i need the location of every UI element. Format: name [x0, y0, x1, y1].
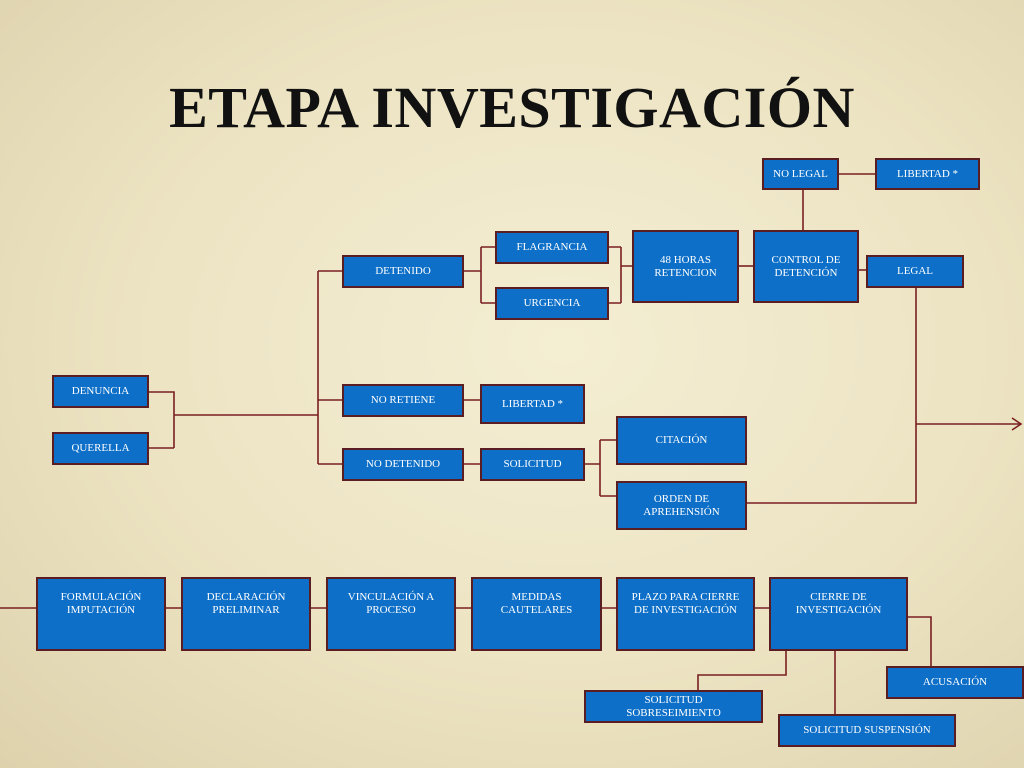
- connector-legal-out: [746, 287, 1020, 504]
- connector-trunk: [317, 270, 343, 465]
- connector-detenido: [463, 246, 496, 304]
- connector-citacion-orden: [585, 439, 617, 497]
- solicitud-suspension-box[interactable]: SOLICITUD SUSPENSIÓN: [778, 714, 956, 747]
- slide-title: ETAPA INVESTIGACIÓN: [169, 75, 855, 140]
- arrow-head: [1011, 417, 1023, 431]
- denuncia-box[interactable]: DENUNCIA: [52, 375, 149, 408]
- cierre-investigacion-box[interactable]: CIERRE DE INVESTIGACIÓN: [769, 577, 908, 651]
- 48-horas-retencion-box[interactable]: 48 HORAS RETENCION: [632, 230, 739, 303]
- acusacion-box[interactable]: ACUSACIÓN: [886, 666, 1024, 699]
- declaracion-preliminar-box[interactable]: DECLARACIÓN PRELIMINAR: [181, 577, 311, 651]
- solicitud-box[interactable]: SOLICITUD: [480, 448, 585, 481]
- querella-box[interactable]: QUERELLA: [52, 432, 149, 465]
- vinculacion-proceso-box[interactable]: VINCULACIÓN A PROCESO: [326, 577, 456, 651]
- orden-aprehension-box[interactable]: ORDEN DE APREHENSIÓN: [616, 481, 747, 530]
- connector-acusacion: [906, 616, 932, 667]
- control-detencion-box[interactable]: CONTROL DE DETENCIÓN: [753, 230, 859, 303]
- legal-box[interactable]: LEGAL: [866, 255, 964, 288]
- plazo-cierre-box[interactable]: PLAZO PARA CIERRE DE INVESTIGACIÓN: [616, 577, 755, 651]
- no-legal-box[interactable]: NO LEGAL: [762, 158, 839, 190]
- detenido-box[interactable]: DETENIDO: [342, 255, 464, 288]
- no-retiene-box[interactable]: NO RETIENE: [342, 384, 464, 417]
- formulacion-imputacion-box[interactable]: FORMULACIÓN IMPUTACIÓN: [36, 577, 166, 651]
- citacion-box[interactable]: CITACIÓN: [616, 416, 747, 465]
- connector-sources: [149, 391, 318, 449]
- solicitud-sobreseimiento-box[interactable]: SOLICITUD SOBRESEIMIENTO: [584, 690, 763, 723]
- libertad-top-box[interactable]: LIBERTAD *: [875, 158, 980, 190]
- medidas-cautelares-box[interactable]: MEDIDAS CAUTELARES: [471, 577, 602, 651]
- connector-sobreseimiento: [697, 649, 787, 690]
- no-detenido-box[interactable]: NO DETENIDO: [342, 448, 464, 481]
- flagrancia-box[interactable]: FLAGRANCIA: [495, 231, 609, 264]
- libertad-mid-box[interactable]: LIBERTAD *: [480, 384, 585, 424]
- urgencia-box[interactable]: URGENCIA: [495, 287, 609, 320]
- connector-48h: [609, 246, 633, 304]
